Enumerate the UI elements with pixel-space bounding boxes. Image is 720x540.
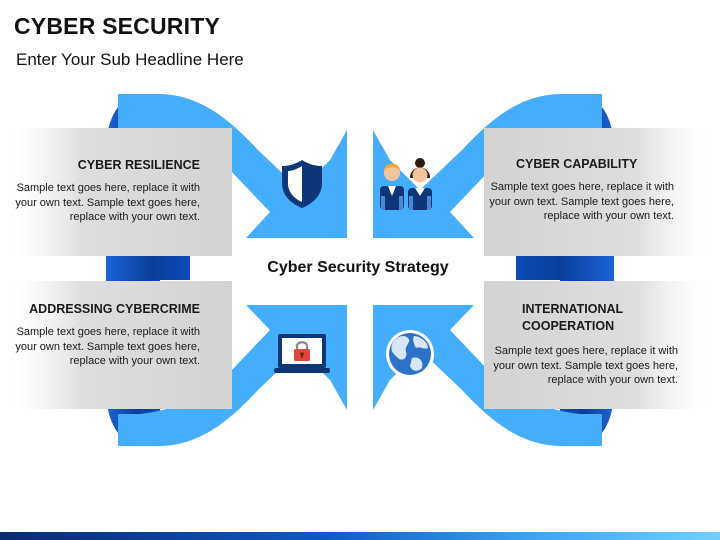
panel-cyber-resilience: CYBER RESILIENCE Sample text goes here, … [14, 158, 200, 225]
panel-heading: ADDRESSING CYBERCRIME [29, 302, 200, 316]
panel-bg-bottom-left [0, 281, 232, 409]
shield-icon [282, 160, 322, 208]
people-icon [380, 158, 432, 210]
page-title: CYBER SECURITY [14, 13, 220, 39]
panel-text: Sample text goes here, replace it with y… [15, 182, 200, 223]
panel-cyber-capability: CYBER CAPABILITY Sample text goes here, … [488, 157, 674, 224]
panel-heading: CYBER RESILIENCE [77, 158, 200, 172]
globe-icon [386, 330, 434, 378]
panel-text: Sample text goes here, replace it with y… [489, 181, 674, 222]
panel-international-cooperation: INTERNATIONAL COOPERATION Sample text go… [492, 301, 678, 388]
panel-text: Sample text goes here, replace it with y… [493, 345, 678, 386]
panel-bg-bottom-right [484, 281, 720, 409]
panel-bg-top-left [0, 128, 232, 256]
page-subtitle: Enter Your Sub Headline Here [16, 50, 244, 69]
bottom-accent-bar [0, 532, 720, 540]
panel-addressing-cybercrime: ADDRESSING CYBERCRIME Sample text goes h… [14, 302, 200, 369]
panel-bg-top-right [484, 128, 720, 256]
panel-heading: INTERNATIONAL COOPERATION [522, 302, 623, 333]
panel-heading: CYBER CAPABILITY [516, 157, 638, 171]
center-label: Cyber Security Strategy [267, 259, 449, 276]
laptop-lock-icon [274, 334, 330, 373]
panel-text: Sample text goes here, replace it with y… [15, 326, 200, 367]
